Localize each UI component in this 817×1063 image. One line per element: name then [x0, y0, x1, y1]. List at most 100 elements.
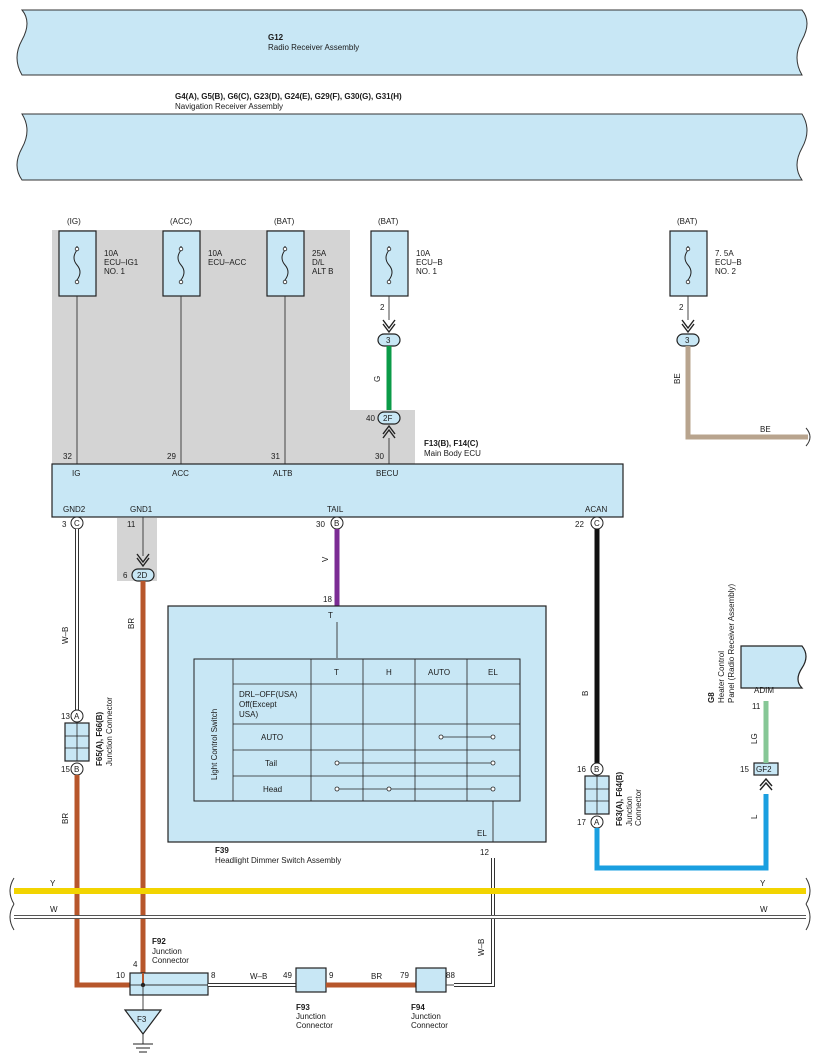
wire-label-v: V: [321, 556, 330, 562]
table-header: EL: [488, 668, 498, 677]
inline-connector-3-left: 3: [377, 319, 401, 347]
fuse-line2: NO. 1: [416, 267, 437, 276]
f39-code: F39: [215, 846, 229, 855]
fuse-pin: 2: [679, 303, 684, 312]
table-header: AUTO: [428, 668, 450, 677]
wire-label-y-left: Y: [50, 879, 56, 888]
white-bus: [9, 903, 811, 931]
f94-name1: Junction: [411, 1012, 441, 1021]
fuse-ecu-acc: (ACC) 10A ECU–ACC: [162, 217, 246, 297]
j2f-pin: 40: [366, 414, 375, 423]
wire-label-wb1: W–B: [61, 627, 70, 644]
ecu-top-label: BECU: [376, 469, 398, 478]
fuse-rating: 10A: [104, 249, 119, 258]
fuse-rating: 25A: [312, 249, 327, 258]
g8-code: G8: [707, 692, 716, 703]
fuse-line1: ECU–IG1: [104, 258, 139, 267]
table-row-label: DRL–OFF(USA): [239, 690, 298, 699]
f65-top-pin: 13: [61, 712, 70, 721]
wire-label-br-left: BR: [61, 813, 70, 824]
junction-f93: 49 9: [283, 967, 334, 993]
table-row-label: Off(Except: [239, 700, 277, 709]
fuse-ecu-b-no1: (BAT) 10A ECU–B NO. 1 2: [370, 217, 443, 312]
nav-codes: G4(A), G5(B), G6(C), G23(D), G24(E), G29…: [175, 92, 402, 101]
wire-label-wb-bottom: W–B: [477, 939, 486, 956]
wire-label-be2: BE: [760, 425, 771, 434]
fuse-source: (IG): [67, 217, 81, 226]
junction-gf2: 15 GF2: [740, 762, 779, 791]
ecu-codes: F13(B), F14(C): [424, 439, 479, 448]
f63-bot-conn: A: [594, 818, 600, 827]
radio-code: G12: [268, 33, 284, 42]
ecu-pin-acan: 22 C: [575, 516, 604, 530]
ecu-bottom-label: GND2: [63, 505, 86, 514]
wire-label-br-f93: BR: [371, 972, 382, 981]
table-row-label: AUTO: [261, 733, 283, 742]
junction-f65-f66: 13 A 15 B F65(A), F66(B) Junction Connec…: [61, 697, 114, 776]
wire-br-left: [74, 775, 130, 988]
yellow-bus: [9, 877, 811, 905]
fuse-line2: NO. 1: [104, 267, 125, 276]
f65-top-conn: A: [74, 712, 80, 721]
fuse-line2: NO. 2: [715, 267, 736, 276]
j2d-pin: 6: [123, 571, 128, 580]
pin-conn: C: [74, 519, 80, 528]
g8-pin: 11: [752, 702, 761, 711]
table-header: H: [386, 668, 392, 677]
switch-side-label: Light Control Switch: [210, 709, 219, 780]
wire-beige: [685, 346, 808, 440]
ecu-top-pin: 30: [375, 452, 384, 461]
ecu-name: Main Body ECU: [424, 449, 481, 458]
fuse-ecu-b-no2: (BAT) 7. 5A ECU–B NO. 2 2: [669, 217, 742, 312]
f65-bot-pin: 15: [61, 765, 70, 774]
f92-pin-right: 8: [211, 971, 216, 980]
wire-label-be1: BE: [673, 373, 682, 384]
ecu-top-label: ACC: [172, 469, 189, 478]
table-row-label: Head: [263, 785, 282, 794]
ecu-top-label: ALTB: [273, 469, 292, 478]
ground-label: F3: [137, 1015, 147, 1024]
fuse-line1: ECU–B: [715, 258, 742, 267]
fuse-line1: ECU–ACC: [208, 258, 246, 267]
inline-conn-label: 3: [685, 336, 690, 345]
light-control-switch-table: Light Control Switch T H AUTO EL DRL–OFF…: [193, 658, 521, 802]
table-row-label: Tail: [265, 759, 277, 768]
junction-f63-f64: 16 B 17 A F63(A), F64(B) Junction Connec…: [577, 762, 643, 829]
ecu-pin-gnd1: 11: [127, 520, 136, 529]
gf2-pin: 15: [740, 765, 749, 774]
fuse-source: (BAT): [378, 217, 399, 226]
fuse-rating: 10A: [208, 249, 223, 258]
f94-code: F94: [411, 1003, 425, 1012]
table-row-label: USA): [239, 710, 258, 719]
g8-term: ADIM: [754, 686, 774, 695]
wire-label-l: L: [750, 814, 759, 819]
wire-label-g: G: [373, 376, 382, 382]
f92-pin-left: 10: [116, 971, 125, 980]
f93-pin-left: 49: [283, 971, 292, 980]
wire-label-w-left: W: [50, 905, 58, 914]
f92-pin-top: 4: [133, 960, 138, 969]
f39-name: Headlight Dimmer Switch Assembly: [215, 856, 341, 865]
table-header: T: [334, 668, 339, 677]
wire-label-b: B: [581, 691, 590, 696]
f63-name2: Connector: [634, 789, 643, 826]
gf2-label: GF2: [756, 765, 772, 774]
wire-label-y-right: Y: [760, 879, 766, 888]
ground-f3: F3: [123, 1009, 163, 1053]
j2f-label: 2F: [383, 414, 392, 423]
g8-name2: Panel (Radio Receiver Assembly): [727, 584, 736, 703]
f63-name: Junction: [625, 796, 634, 826]
fuse-line1: D/L: [312, 258, 325, 267]
inline-conn-label: 3: [386, 336, 391, 345]
f63-top-pin: 16: [577, 765, 586, 774]
f63-top-conn: B: [594, 765, 599, 774]
fuse-source: (ACC): [170, 217, 193, 226]
pin-number: 3: [62, 520, 67, 529]
f94-name2: Connector: [411, 1021, 448, 1030]
fuse-rating: 10A: [416, 249, 431, 258]
radio-receiver-assembly: G12 Radio Receiver Assembly: [16, 9, 808, 76]
junction-f92: 4 10 8: [116, 960, 216, 1010]
ecu-top-pin: 31: [271, 452, 280, 461]
ecu-bottom-label: ACAN: [585, 505, 607, 514]
